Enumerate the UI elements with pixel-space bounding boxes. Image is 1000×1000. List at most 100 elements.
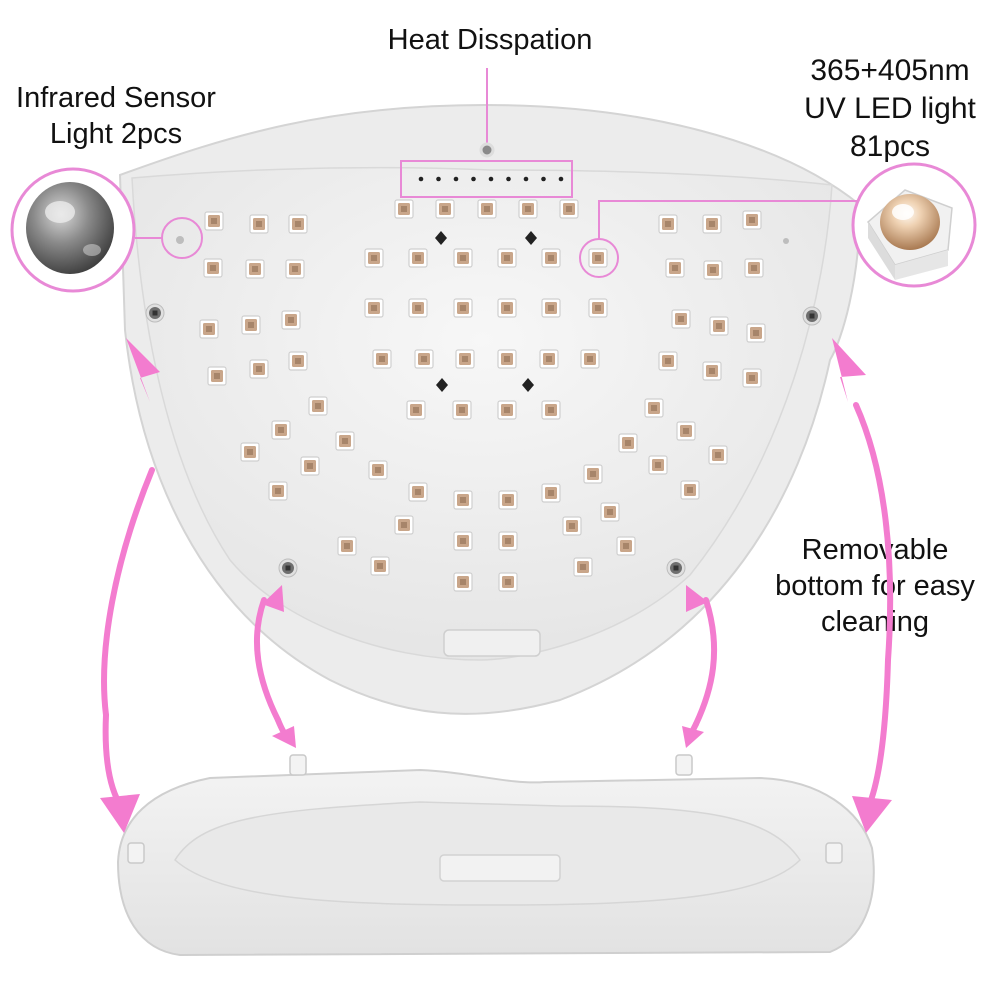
uv-led	[364, 248, 384, 268]
vent-hole	[523, 176, 529, 182]
uv-led	[435, 199, 455, 219]
uv-led	[588, 248, 608, 268]
uv-led	[308, 396, 328, 416]
uv-led	[364, 298, 384, 318]
vent-hole	[453, 176, 459, 182]
base-inner-recess	[174, 801, 801, 906]
vent-hole	[558, 176, 564, 182]
uv-led	[300, 456, 320, 476]
uv-led	[203, 258, 223, 278]
uv-led	[497, 400, 517, 420]
uv-led	[644, 398, 664, 418]
uv-led	[414, 349, 434, 369]
uv-led	[708, 445, 728, 465]
infrared-sensor-text-line2: Light 2pcs	[49, 118, 183, 150]
uv-led-array	[199, 199, 766, 592]
heat-dissipation-text: Heat Disspation	[387, 24, 593, 56]
uv-led	[559, 199, 579, 219]
uv-led	[580, 349, 600, 369]
uv-led	[240, 442, 260, 462]
removable-bottom-text-line1: Removable	[801, 534, 949, 566]
screw	[802, 306, 822, 326]
uv-led-text-line1: 365+405nm	[810, 54, 970, 87]
vent-hole	[488, 176, 494, 182]
removable-bottom-label: Removable bottom for easy cleaning	[760, 532, 990, 640]
uv-led	[497, 248, 517, 268]
uv-led	[541, 483, 561, 503]
uv-led	[268, 481, 288, 501]
arrow-outer-left-down	[100, 712, 140, 833]
vent-hole	[506, 176, 511, 182]
arrow-inner-left-up	[253, 585, 284, 723]
uv-led	[408, 298, 428, 318]
uv-led	[337, 536, 357, 556]
uv-led	[541, 400, 561, 420]
arrow-outer-left-up	[101, 338, 160, 718]
uv-led	[394, 515, 414, 535]
removable-bottom-text-line3: cleaning	[820, 606, 930, 638]
uv-led	[408, 482, 428, 502]
vent-hole	[436, 176, 441, 182]
pink-arrows	[100, 338, 894, 833]
base-posts	[127, 754, 843, 864]
arrow-inner-right-up	[686, 585, 718, 727]
uv-led	[616, 536, 636, 556]
uv-led	[676, 421, 696, 441]
uv-led	[702, 214, 722, 234]
uv-led	[658, 351, 678, 371]
heat-vent-highlight-box	[400, 160, 573, 198]
uv-led	[288, 351, 308, 371]
uv-led	[665, 258, 685, 278]
uv-led-bead-icon	[851, 162, 977, 288]
arrow-outer-right-down	[852, 657, 892, 833]
uv-led	[746, 323, 766, 343]
decor-diamonds	[435, 231, 537, 392]
screw	[145, 303, 165, 323]
uv-led	[742, 210, 762, 230]
uv-led-text-line3: 81pcs	[849, 130, 931, 163]
infrared-sensor-text-line1: Infrared Sensor	[16, 82, 216, 114]
screw	[666, 558, 686, 578]
uv-led	[207, 366, 227, 386]
uv-led	[742, 368, 762, 388]
removable-bottom-text-line2: bottom for easy	[775, 570, 975, 602]
heat-vent-pointer-dot	[479, 142, 495, 158]
vent-hole	[418, 176, 424, 182]
infrared-sensor-hole-right	[783, 238, 789, 244]
screws	[145, 303, 822, 578]
arrow-inner-left-down	[272, 717, 296, 748]
uv-led	[271, 420, 291, 440]
uv-led	[671, 309, 691, 329]
uv-led	[245, 259, 265, 279]
uv-led	[541, 298, 561, 318]
infrared-sensor-hole	[176, 236, 184, 244]
infrared-sensor-label: Infrared Sensor Light 2pcs	[6, 80, 226, 152]
uv-led	[372, 349, 392, 369]
uv-led	[453, 531, 473, 551]
uv-led	[588, 298, 608, 318]
uv-led	[658, 214, 678, 234]
uv-led	[518, 199, 538, 219]
uv-led	[497, 298, 517, 318]
heat-vent-holes	[418, 176, 564, 182]
uv-led	[648, 455, 668, 475]
vent-hole	[541, 176, 546, 182]
uv-led	[453, 572, 473, 592]
screw	[278, 558, 298, 578]
uv-led	[394, 199, 414, 219]
uv-led	[408, 248, 428, 268]
uv-led	[368, 460, 388, 480]
uv-led	[539, 349, 559, 369]
uv-led	[281, 310, 301, 330]
base-slot	[439, 854, 561, 882]
uv-led	[288, 214, 308, 234]
uv-led	[744, 258, 764, 278]
uv-led	[452, 400, 472, 420]
uv-led	[406, 400, 426, 420]
uv-led	[498, 531, 518, 551]
uv-led	[573, 557, 593, 577]
uv-led	[703, 260, 723, 280]
uv-led	[453, 248, 473, 268]
uv-led-label: 365+405nm UV LED light 81pcs	[780, 52, 1000, 166]
